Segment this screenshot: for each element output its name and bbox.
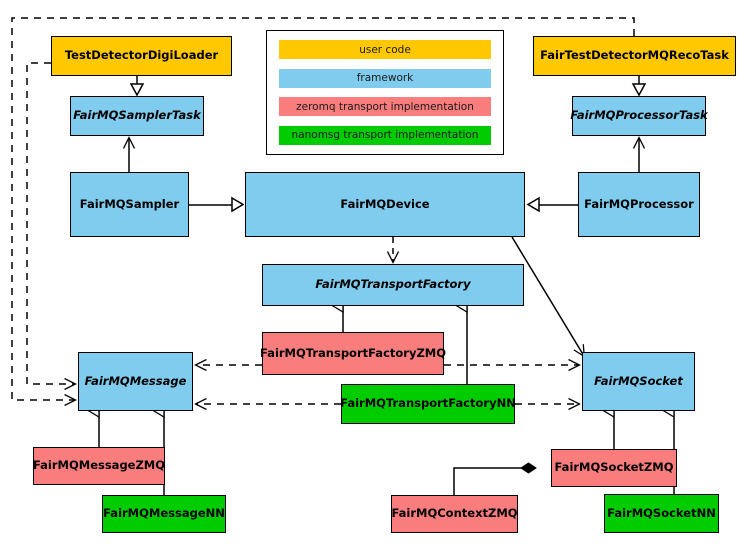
class-node-test-detector-digi-loader[interactable]: TestDetectorDigiLoader: [51, 36, 232, 76]
class-node-fairmq-transport-factory-zmq[interactable]: FairMQTransportFactoryZMQ: [260, 332, 446, 375]
class-node-fairmq-socket-nn[interactable]: FairMQSocketNN: [604, 494, 719, 533]
edge-recotask-realizes-processortask: [631, 76, 647, 97]
class-node-fairmq-processor[interactable]: FairMQProcessor: [578, 172, 700, 237]
class-node-fairmq-message[interactable]: FairMQMessage: [78, 352, 193, 411]
class-node-fairmq-socket[interactable]: FairMQSocket: [582, 352, 695, 411]
class-node-fairmq-message-nn[interactable]: FairMQMessageNN: [102, 495, 226, 533]
legend-item-user-code: user code: [279, 40, 491, 59]
class-node-fair-test-detector-mq-reco-task[interactable]: FairTestDetectorMQRecoTask: [533, 36, 736, 76]
class-node-fairmq-processor-task[interactable]: FairMQProcessorTask: [570, 96, 708, 136]
class-node-fairmq-message-zmq[interactable]: FairMQMessageZMQ: [33, 447, 165, 485]
class-node-fairmq-transport-factory[interactable]: FairMQTransportFactory: [262, 264, 524, 306]
legend-item-zeromq: zeromq transport implementation: [279, 97, 491, 117]
edge-digiloader-realizes-samplertask: [129, 76, 145, 97]
edge-sampler-inherits-device: [189, 196, 245, 213]
legend-item-nanomsg: nanomsg transport implementation: [279, 125, 491, 145]
edge-processor-inherits-device: [526, 196, 578, 213]
class-node-fairmq-context-zmq[interactable]: FairMQContextZMQ: [391, 495, 518, 533]
edge-contextzmq-composes-socketzmq: [453, 468, 536, 495]
legend-item-framework: framework: [279, 68, 491, 88]
class-node-fairmq-sampler-task[interactable]: FairMQSamplerTask: [70, 96, 204, 136]
class-node-fairmq-device[interactable]: FairMQDevice: [245, 172, 525, 237]
class-node-fairmq-socket-zmq[interactable]: FairMQSocketZMQ: [551, 449, 677, 487]
class-node-fairmq-transport-factory-nn[interactable]: FairMQTransportFactoryNN: [340, 384, 516, 424]
legend-box: user code framework zeromq transport imp…: [266, 30, 504, 155]
class-node-fairmq-sampler[interactable]: FairMQSampler: [70, 172, 189, 237]
edge-digiloader-uses-message: [26, 62, 75, 384]
